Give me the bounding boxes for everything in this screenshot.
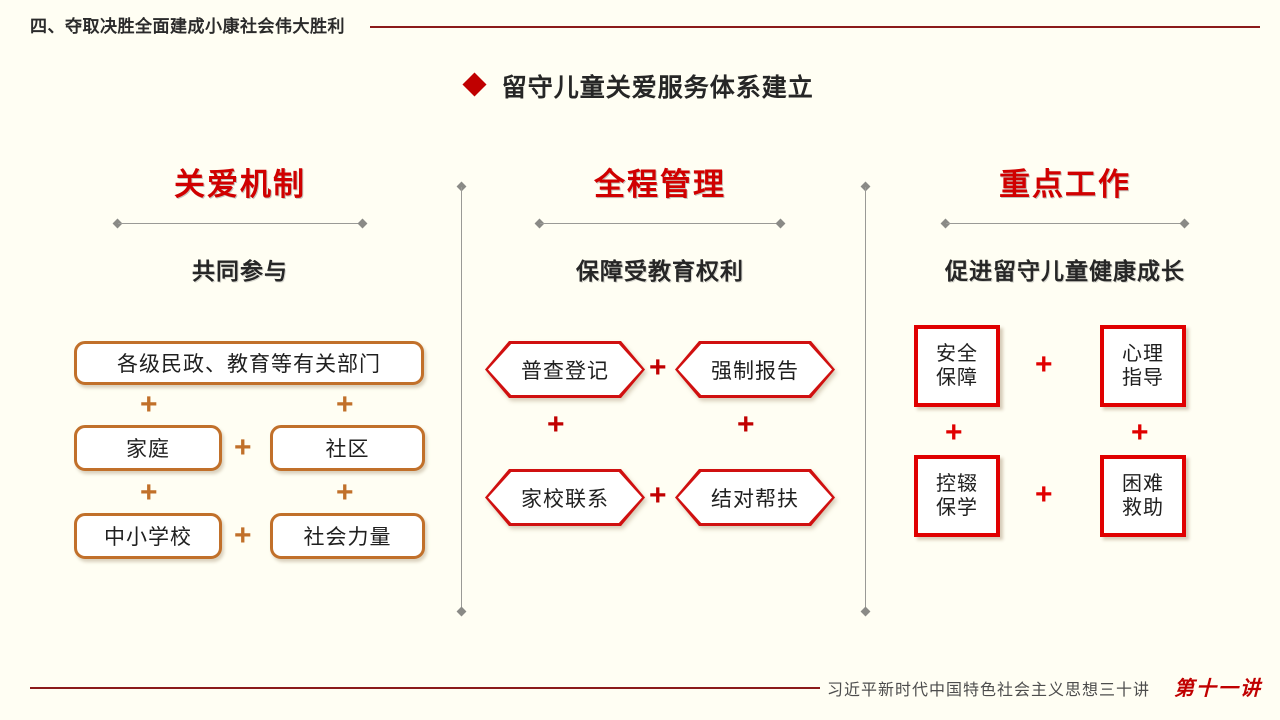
divider-line	[540, 223, 780, 224]
separator-line	[865, 187, 866, 611]
plus-icon: +	[140, 388, 158, 421]
footer-divider-rule	[30, 687, 820, 689]
diagram-node-label-line1: 心理	[1122, 342, 1164, 365]
column-separator-1	[456, 181, 467, 617]
section-title: 四、夺取决胜全面建成小康社会伟大胜利	[30, 17, 345, 36]
divider-line	[118, 223, 362, 224]
slide-header: 四、夺取决胜全面建成小康社会伟大胜利	[0, 12, 1280, 42]
separator-diamond-bottom-icon	[860, 606, 871, 617]
whole-process-diagram: 普查登记 强制报告 家校联系 结对帮扶 + + + +	[465, 341, 855, 561]
plus-icon: +	[547, 408, 565, 441]
plus-icon: +	[140, 476, 158, 509]
divider-diamond-right-icon	[775, 218, 786, 229]
slide-title-block: 留守儿童关爱服务体系建立	[0, 68, 1280, 104]
diagram-node[interactable]: 困难 救助	[1100, 455, 1186, 537]
plus-icon: +	[1035, 348, 1053, 381]
footer-lecture-badge: 第十一讲	[1174, 676, 1262, 700]
column-heading: 重点工作	[999, 167, 1131, 202]
column-heading: 关爱机制	[174, 167, 306, 202]
plus-icon: +	[336, 476, 354, 509]
diagram-node-label-line2: 保学	[936, 497, 978, 519]
diagram-node-hexagon[interactable]: 普查登记	[485, 341, 645, 398]
diagram-node-hexagon[interactable]: 家校联系	[485, 469, 645, 526]
column-subheading: 保障受教育权利	[576, 258, 744, 284]
diagram-node-hexagon[interactable]: 强制报告	[675, 341, 835, 398]
column-whole-process-management: 全程管理 保障受教育权利 普查登记 强制报告 家校联系 结对帮扶 + + +	[465, 165, 855, 526]
hexagon-fill-shape	[678, 344, 832, 395]
page-title: 留守儿童关爱服务体系建立	[501, 74, 814, 102]
diagram-node-label: 结对帮扶	[711, 487, 799, 511]
diagram-node-label: 强制报告	[711, 359, 799, 383]
column-care-mechanism: 关爱机制 共同参与 各级民政、教育等有关部门 家庭 社区 中小学校 社会力量 +…	[30, 165, 450, 559]
diagram-node-label-line2: 指导	[1122, 367, 1164, 389]
divider-line	[946, 223, 1184, 224]
hexagon-fill-shape	[488, 344, 642, 395]
diagram-node[interactable]: 中小学校	[74, 513, 222, 559]
diagram-node[interactable]: 安全 保障	[914, 325, 1000, 407]
plus-icon: +	[945, 416, 963, 449]
hexagon-fill-shape	[488, 472, 642, 523]
plus-icon: +	[737, 408, 755, 441]
column-subheading: 促进留守儿童健康成长	[945, 258, 1185, 284]
column-key-tasks: 重点工作 促进留守儿童健康成长 安全 保障 心理 指导 控辍 保学 困难 救助 …	[875, 165, 1255, 537]
diagram-node[interactable]: 心理 指导	[1100, 325, 1186, 407]
divider-diamond-right-icon	[1179, 218, 1190, 229]
key-tasks-diagram: 安全 保障 心理 指导 控辍 保学 困难 救助 + + + +	[875, 325, 1255, 565]
column-subheading: 共同参与	[192, 258, 288, 284]
diagram-node[interactable]: 家庭	[74, 425, 222, 471]
hexagon-fill-shape	[678, 472, 832, 523]
column-heading-divider	[940, 218, 1190, 229]
plus-icon: +	[336, 388, 354, 421]
plus-icon: +	[1131, 416, 1149, 449]
plus-icon: +	[649, 479, 667, 512]
footer-series-title: 习近平新时代中国特色社会主义思想三十讲	[826, 682, 1150, 699]
plus-icon: +	[1035, 478, 1053, 511]
plus-icon: +	[649, 351, 667, 384]
diamond-icon	[462, 71, 487, 97]
diagram-node-label-line2: 救助	[1122, 497, 1164, 519]
separator-diamond-bottom-icon	[456, 606, 467, 617]
column-heading: 全程管理	[594, 167, 726, 202]
care-mechanism-diagram: 各级民政、教育等有关部门 家庭 社区 中小学校 社会力量 + + + + + +	[30, 341, 450, 591]
column-separator-2	[860, 181, 871, 617]
header-divider-rule	[370, 26, 1260, 28]
plus-icon: +	[234, 519, 252, 552]
diagram-node[interactable]: 社会力量	[270, 513, 425, 559]
column-heading-divider	[112, 218, 368, 229]
divider-diamond-right-icon	[357, 218, 368, 229]
column-heading-divider	[534, 218, 786, 229]
diagram-node-label-line1: 安全	[936, 342, 978, 365]
diagram-node[interactable]: 控辍 保学	[914, 455, 1000, 537]
diagram-node[interactable]: 各级民政、教育等有关部门	[74, 341, 424, 385]
diagram-node-label: 普查登记	[521, 359, 609, 383]
separator-line	[461, 187, 462, 611]
diagram-node-label-line1: 控辍	[936, 472, 978, 495]
diagram-node-label: 家校联系	[521, 487, 609, 511]
diagram-node-label-line1: 困难	[1122, 472, 1164, 495]
diagram-node[interactable]: 社区	[270, 425, 425, 471]
plus-icon: +	[234, 431, 252, 464]
diagram-node-label-line2: 保障	[936, 367, 978, 389]
diagram-node-hexagon[interactable]: 结对帮扶	[675, 469, 835, 526]
